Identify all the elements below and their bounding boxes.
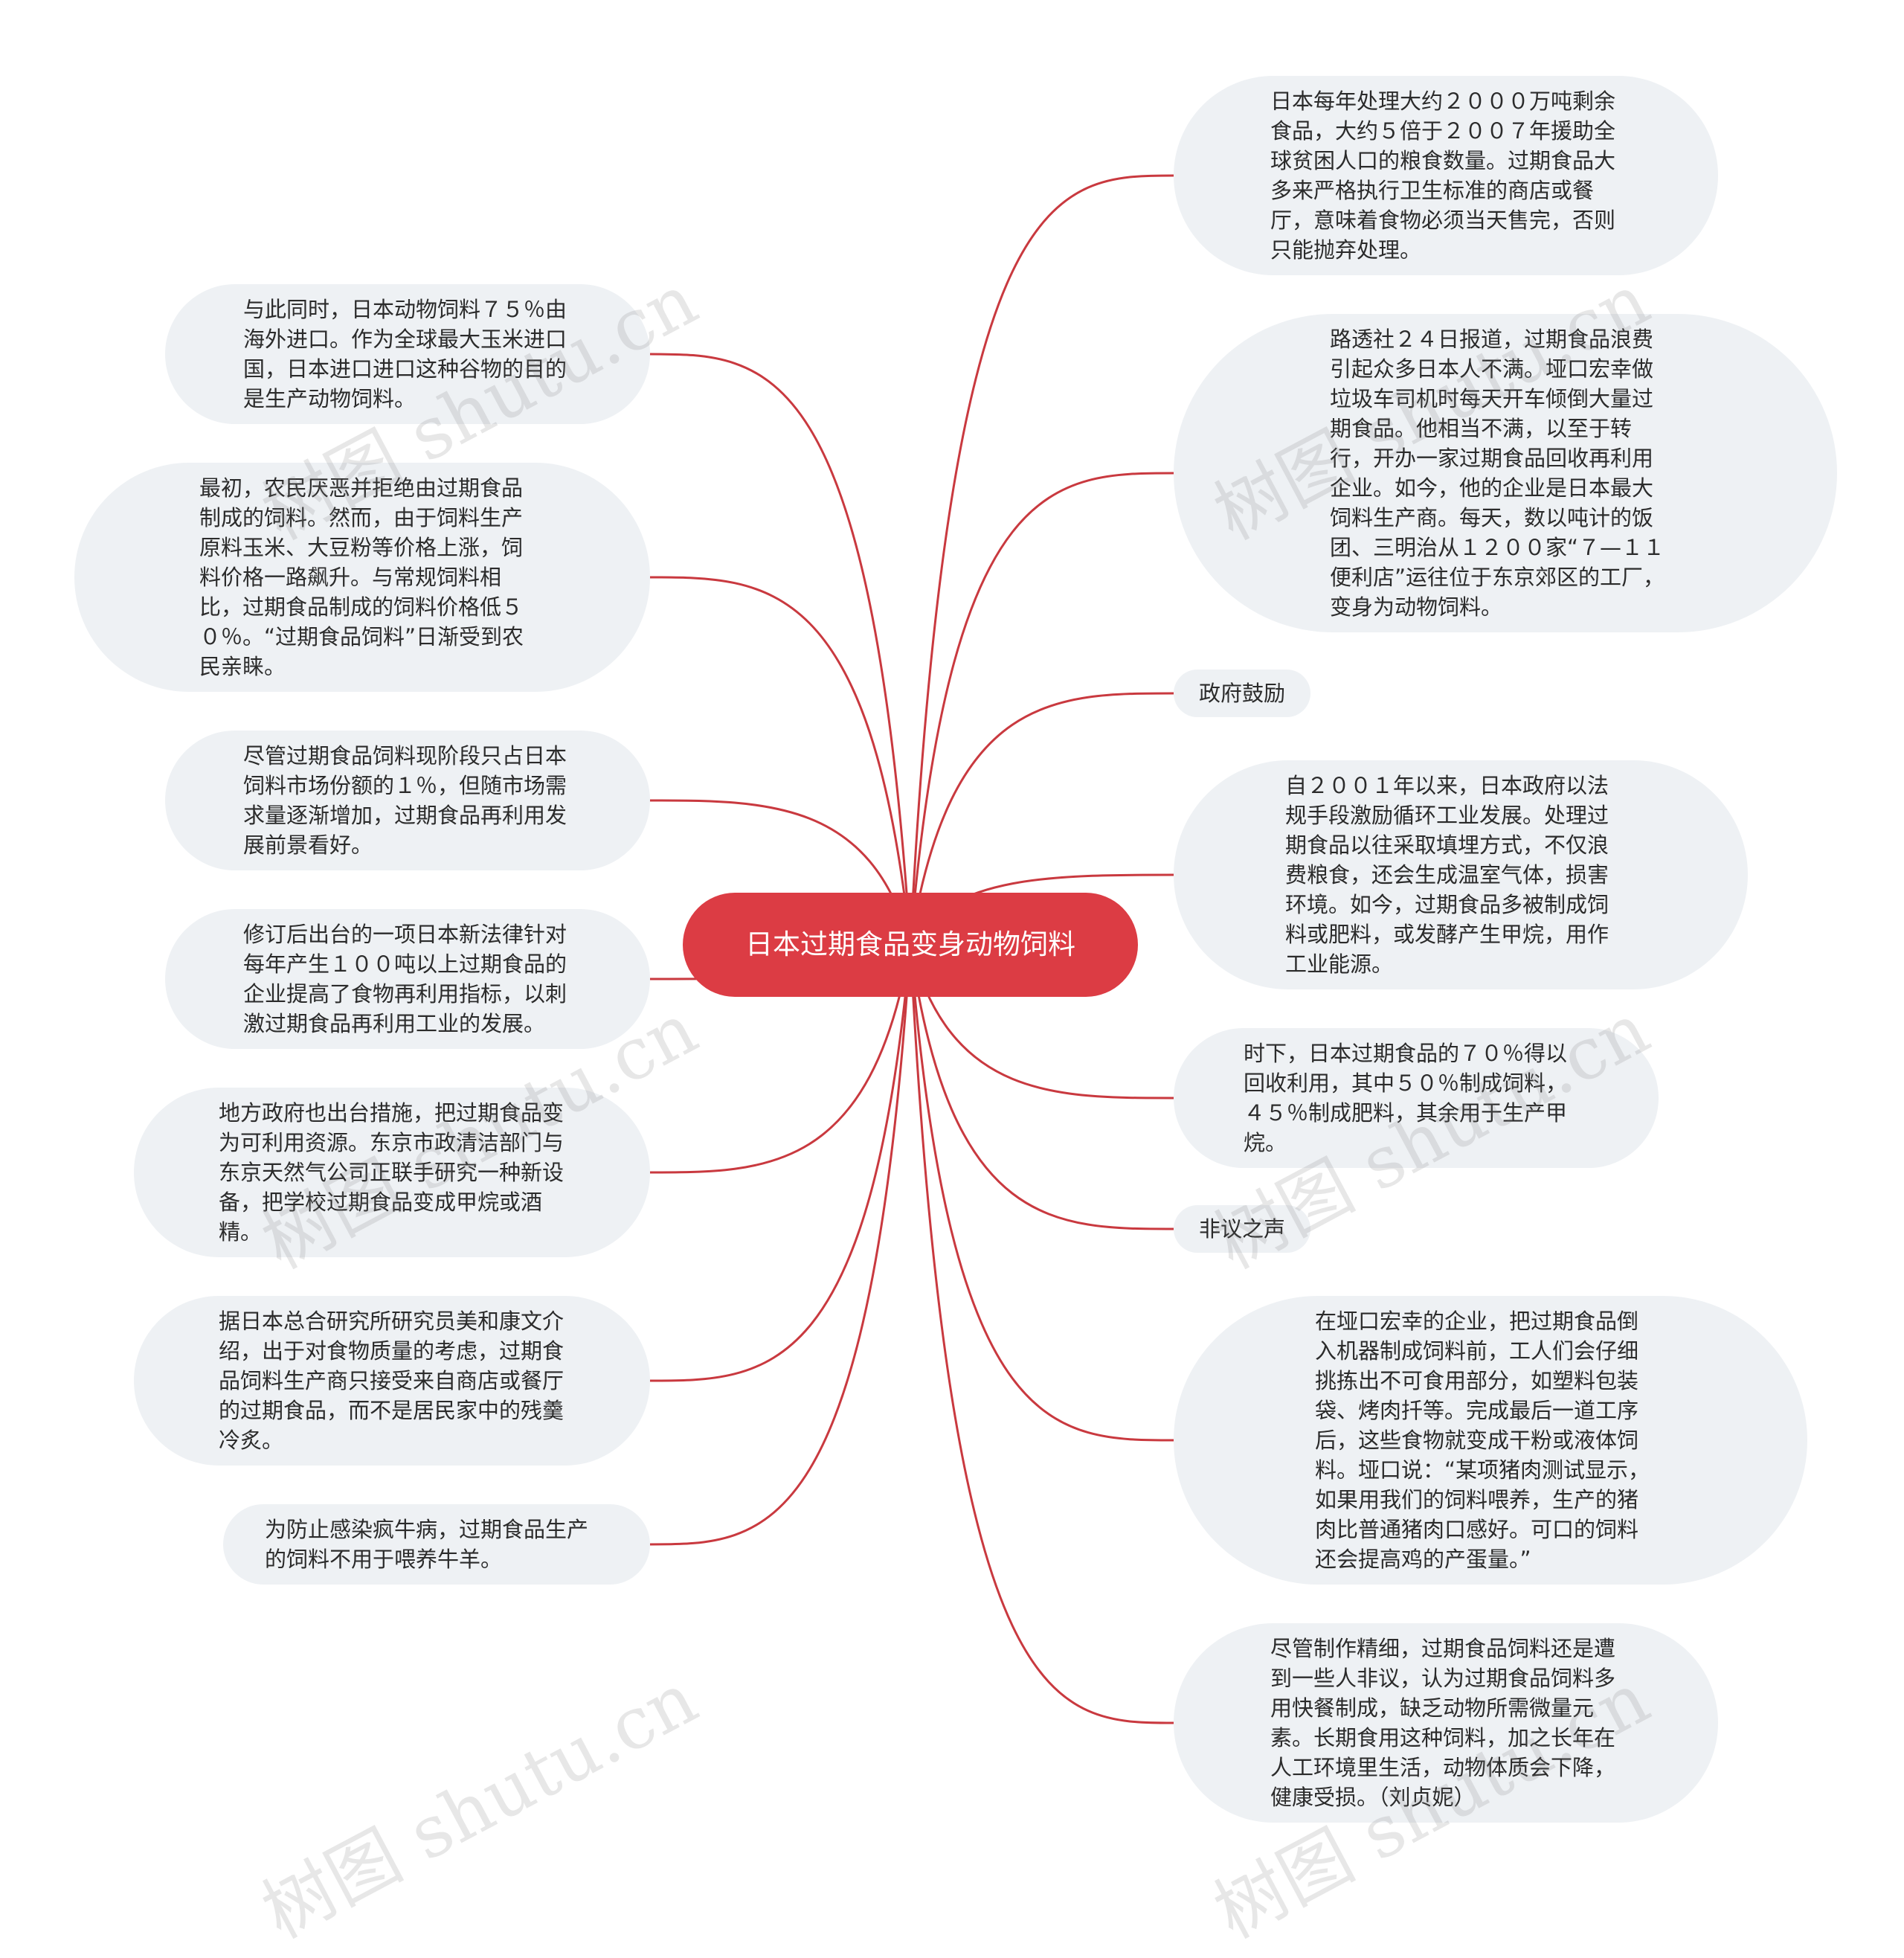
topic-criticism-label: 非议之声	[1199, 1216, 1286, 1242]
left-node-1[interactable]: 与此同时，日本动物饲料７５％由海外进口。作为全球最大玉米进口国，日本进口进口这种…	[165, 284, 650, 424]
connector-left-7	[649, 944, 912, 1546]
left-node-7[interactable]: 为防止感染疯牛病，过期食品生产的饲料不用于喂养牛羊。	[223, 1504, 650, 1585]
connector-right-8	[909, 944, 1174, 1724]
left-node-7-text: 为防止感染疯牛病，过期食品生产的饲料不用于喂养牛羊。	[265, 1517, 589, 1572]
left-node-2-text: 最初，农民厌恶并拒绝由过期食品制成的饲料。然而，由于饲料生产原料玉米、大豆粉等价…	[199, 475, 524, 679]
right-node-7-text: 在垭口宏幸的企业，把过期食品倒入机器制成饲料前，工人们会仔细挑拣出不可食用部分，…	[1315, 1309, 1650, 1572]
left-node-4-text: 修订后出台的一项日本新法律针对每年产生１００吨以上过期食品的企业提高了食物再利用…	[243, 922, 567, 1036]
left-node-6-text: 据日本总合研究所研究员美和康文介绍，出于对食物质量的考虑，过期食品饲料生产商只接…	[219, 1309, 565, 1453]
left-node-5[interactable]: 地方政府也出台措施，把过期食品变为可利用资源。东京市政清洁部门与东京天然气公司正…	[134, 1088, 650, 1257]
topic-criticism[interactable]: 非议之声	[1174, 1205, 1311, 1253]
connector-right-3	[909, 692, 1174, 946]
topic-government-encouragement[interactable]: 政府鼓励	[1174, 670, 1311, 717]
right-node-4[interactable]: 自２００１年以来，日本政府以法规手段激励循环工业发展。处理过期食品以往采取填埋方…	[1174, 760, 1748, 989]
connector-right-6	[909, 944, 1174, 1230]
left-node-5-text: 地方政府也出台措施，把过期食品变为可利用资源。东京市政清洁部门与东京天然气公司正…	[219, 1100, 565, 1245]
right-node-1-text: 日本每年处理大约２０００万吨剩余食品，大约５倍于２００７年援助全球贫困人口的粮食…	[1270, 89, 1616, 263]
connector-right-5	[909, 944, 1174, 1100]
connector-left-1	[649, 353, 912, 946]
connector-left-2	[649, 576, 912, 946]
left-node-2[interactable]: 最初，农民厌恶并拒绝由过期食品制成的饲料。然而，由于饲料生产原料玉米、大豆粉等价…	[74, 463, 650, 692]
left-node-3[interactable]: 尽管过期食品饲料现阶段只占日本饲料市场份额的１％，但随市场需求量逐渐增加，过期食…	[165, 731, 650, 870]
root-topic-label: 日本过期食品变身动物饲料	[745, 928, 1075, 960]
right-node-1[interactable]: 日本每年处理大约２０００万吨剩余食品，大约５倍于２００７年援助全球贫困人口的粮食…	[1174, 76, 1718, 275]
right-node-7[interactable]: 在垭口宏幸的企业，把过期食品倒入机器制成饲料前，工人们会仔细挑拣出不可食用部分，…	[1174, 1296, 1807, 1585]
right-node-2-text: 路透社２４日报道，过期食品浪费引起众多日本人不满。垭口宏幸做垃圾车司机时每天开车…	[1330, 327, 1665, 620]
connector-right-2	[909, 472, 1174, 946]
left-node-6[interactable]: 据日本总合研究所研究员美和康文介绍，出于对食物质量的考虑，过期食品饲料生产商只接…	[134, 1296, 650, 1466]
connector-right-1	[909, 174, 1174, 946]
right-node-2[interactable]: 路透社２４日报道，过期食品浪费引起众多日本人不满。垭口宏幸做垃圾车司机时每天开车…	[1174, 314, 1837, 632]
topic-government-encouragement-label: 政府鼓励	[1199, 681, 1286, 706]
left-node-1-text: 与此同时，日本动物饲料７５％由海外进口。作为全球最大玉米进口国，日本进口进口这种…	[243, 297, 567, 411]
right-node-5-text: 时下，日本过期食品的７０％得以回收利用，其中５０％制成饲料，４５％制成肥料，其余…	[1244, 1041, 1568, 1155]
connector-left-5	[649, 944, 912, 1174]
right-node-8[interactable]: 尽管制作精细，过期食品饲料还是遭到一些人非议，认为过期食品饲料多用快餐制成，缺乏…	[1174, 1623, 1718, 1823]
right-node-4-text: 自２００１年以来，日本政府以法规手段激励循环工业发展。处理过期食品以往采取填埋方…	[1285, 773, 1609, 977]
left-node-4[interactable]: 修订后出台的一项日本新法律针对每年产生１００吨以上过期食品的企业提高了食物再利用…	[165, 909, 650, 1049]
connector-left-6	[649, 944, 912, 1382]
right-node-5[interactable]: 时下，日本过期食品的７０％得以回收利用，其中５０％制成饲料，４５％制成肥料，其余…	[1174, 1028, 1659, 1168]
connector-right-7	[909, 944, 1174, 1442]
left-node-3-text: 尽管过期食品饲料现阶段只占日本饲料市场份额的１％，但随市场需求量逐渐增加，过期食…	[243, 743, 567, 858]
right-node-8-text: 尽管制作精细，过期食品饲料还是遭到一些人非议，认为过期食品饲料多用快餐制成，缺乏…	[1270, 1636, 1616, 1810]
root-topic[interactable]: 日本过期食品变身动物饲料	[683, 893, 1138, 997]
